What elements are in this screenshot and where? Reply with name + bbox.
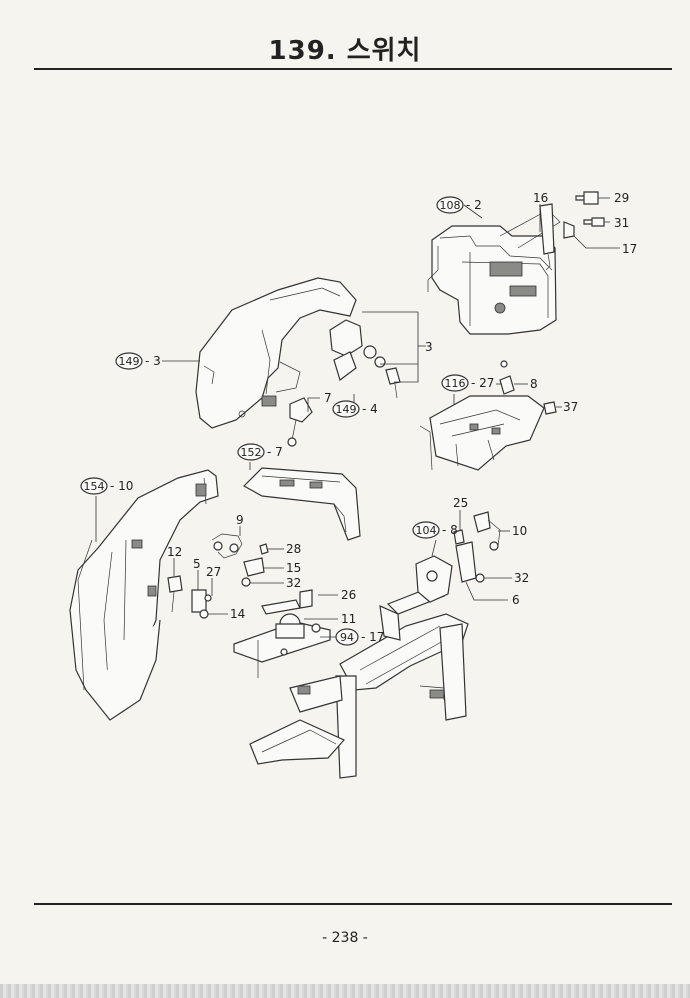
part-number-17: 17	[622, 242, 637, 256]
header-rule	[34, 68, 672, 70]
part-number-26: 26	[341, 588, 356, 602]
leader-line	[307, 397, 320, 412]
dashboard-cover	[195, 277, 357, 429]
svg-text:- 27: - 27	[471, 376, 494, 390]
part-number-15: 15	[286, 561, 301, 575]
footer-rule	[34, 903, 672, 905]
part-number-27: 27	[206, 565, 221, 579]
part-number-16: 16	[533, 191, 548, 205]
part-number-14: 14	[230, 607, 245, 621]
svg-text:- 8: - 8	[442, 523, 458, 537]
part-number-11: 11	[341, 612, 356, 626]
callout-ref-94: 94 - 17	[335, 628, 384, 646]
part-number-37: 37	[563, 400, 578, 414]
panel-cover	[243, 467, 361, 541]
operator-frame	[69, 469, 219, 721]
leader-line	[431, 539, 437, 557]
callout-ref-149-4: 149 - 4	[332, 400, 378, 418]
svg-text:- 7: - 7	[267, 445, 283, 459]
leader-line	[463, 204, 483, 219]
part-number-28: 28	[286, 542, 301, 556]
leader-line	[465, 581, 508, 601]
svg-text:94: 94	[340, 631, 354, 644]
part-number-31: 31	[614, 216, 629, 230]
svg-text:116: 116	[445, 377, 466, 390]
callout-ref-108: 108 - 2	[436, 196, 482, 214]
switch-cluster	[287, 319, 401, 447]
page-number: - 238 -	[322, 930, 368, 946]
seat-switch-mount	[233, 589, 331, 678]
part-number-29: 29	[614, 191, 629, 205]
part-number-12: 12	[167, 545, 182, 559]
part-number-3: 3	[425, 340, 433, 354]
part-number-7: 7	[324, 391, 332, 405]
svg-text:- 10: - 10	[110, 479, 133, 493]
svg-text:- 2: - 2	[466, 198, 482, 212]
switch-housing-assembly	[427, 203, 575, 335]
part-number-10: 10	[512, 524, 527, 538]
switch-bracket-plate	[419, 360, 557, 471]
svg-text:- 4: - 4	[362, 402, 378, 416]
scan-edge	[0, 984, 690, 998]
svg-text:154: 154	[84, 480, 105, 493]
leader-line	[362, 311, 419, 383]
chassis-frame	[249, 585, 469, 779]
svg-text:152: 152	[241, 446, 262, 459]
callout-ref-152: 152 - 7	[237, 443, 283, 461]
part-number-9: 9	[236, 513, 244, 527]
svg-text:- 3: - 3	[145, 354, 161, 368]
part-number-5: 5	[193, 557, 201, 571]
part-number-32-left: 32	[286, 576, 301, 590]
callout-ref-104: 104 - 8	[412, 521, 458, 539]
part-number-32-right: 32	[514, 571, 529, 585]
wiring-and-switch-parts	[167, 533, 269, 619]
page-title: 139. 스위치	[268, 36, 422, 66]
svg-text:104: 104	[416, 524, 437, 537]
callout-ref-149-3: 149 - 3	[115, 352, 161, 370]
leader-line	[573, 235, 620, 249]
svg-text:149: 149	[119, 355, 140, 368]
svg-text:149: 149	[336, 403, 357, 416]
callout-ref-154: 154 - 10	[80, 477, 133, 495]
part-number-6: 6	[512, 593, 520, 607]
part-number-8: 8	[530, 377, 538, 391]
svg-text:- 17: - 17	[361, 630, 384, 644]
svg-text:108: 108	[440, 199, 461, 212]
switch-bracket-104	[415, 511, 501, 603]
callout-ref-116: 116 - 27	[441, 374, 494, 392]
part-number-25: 25	[453, 496, 468, 510]
